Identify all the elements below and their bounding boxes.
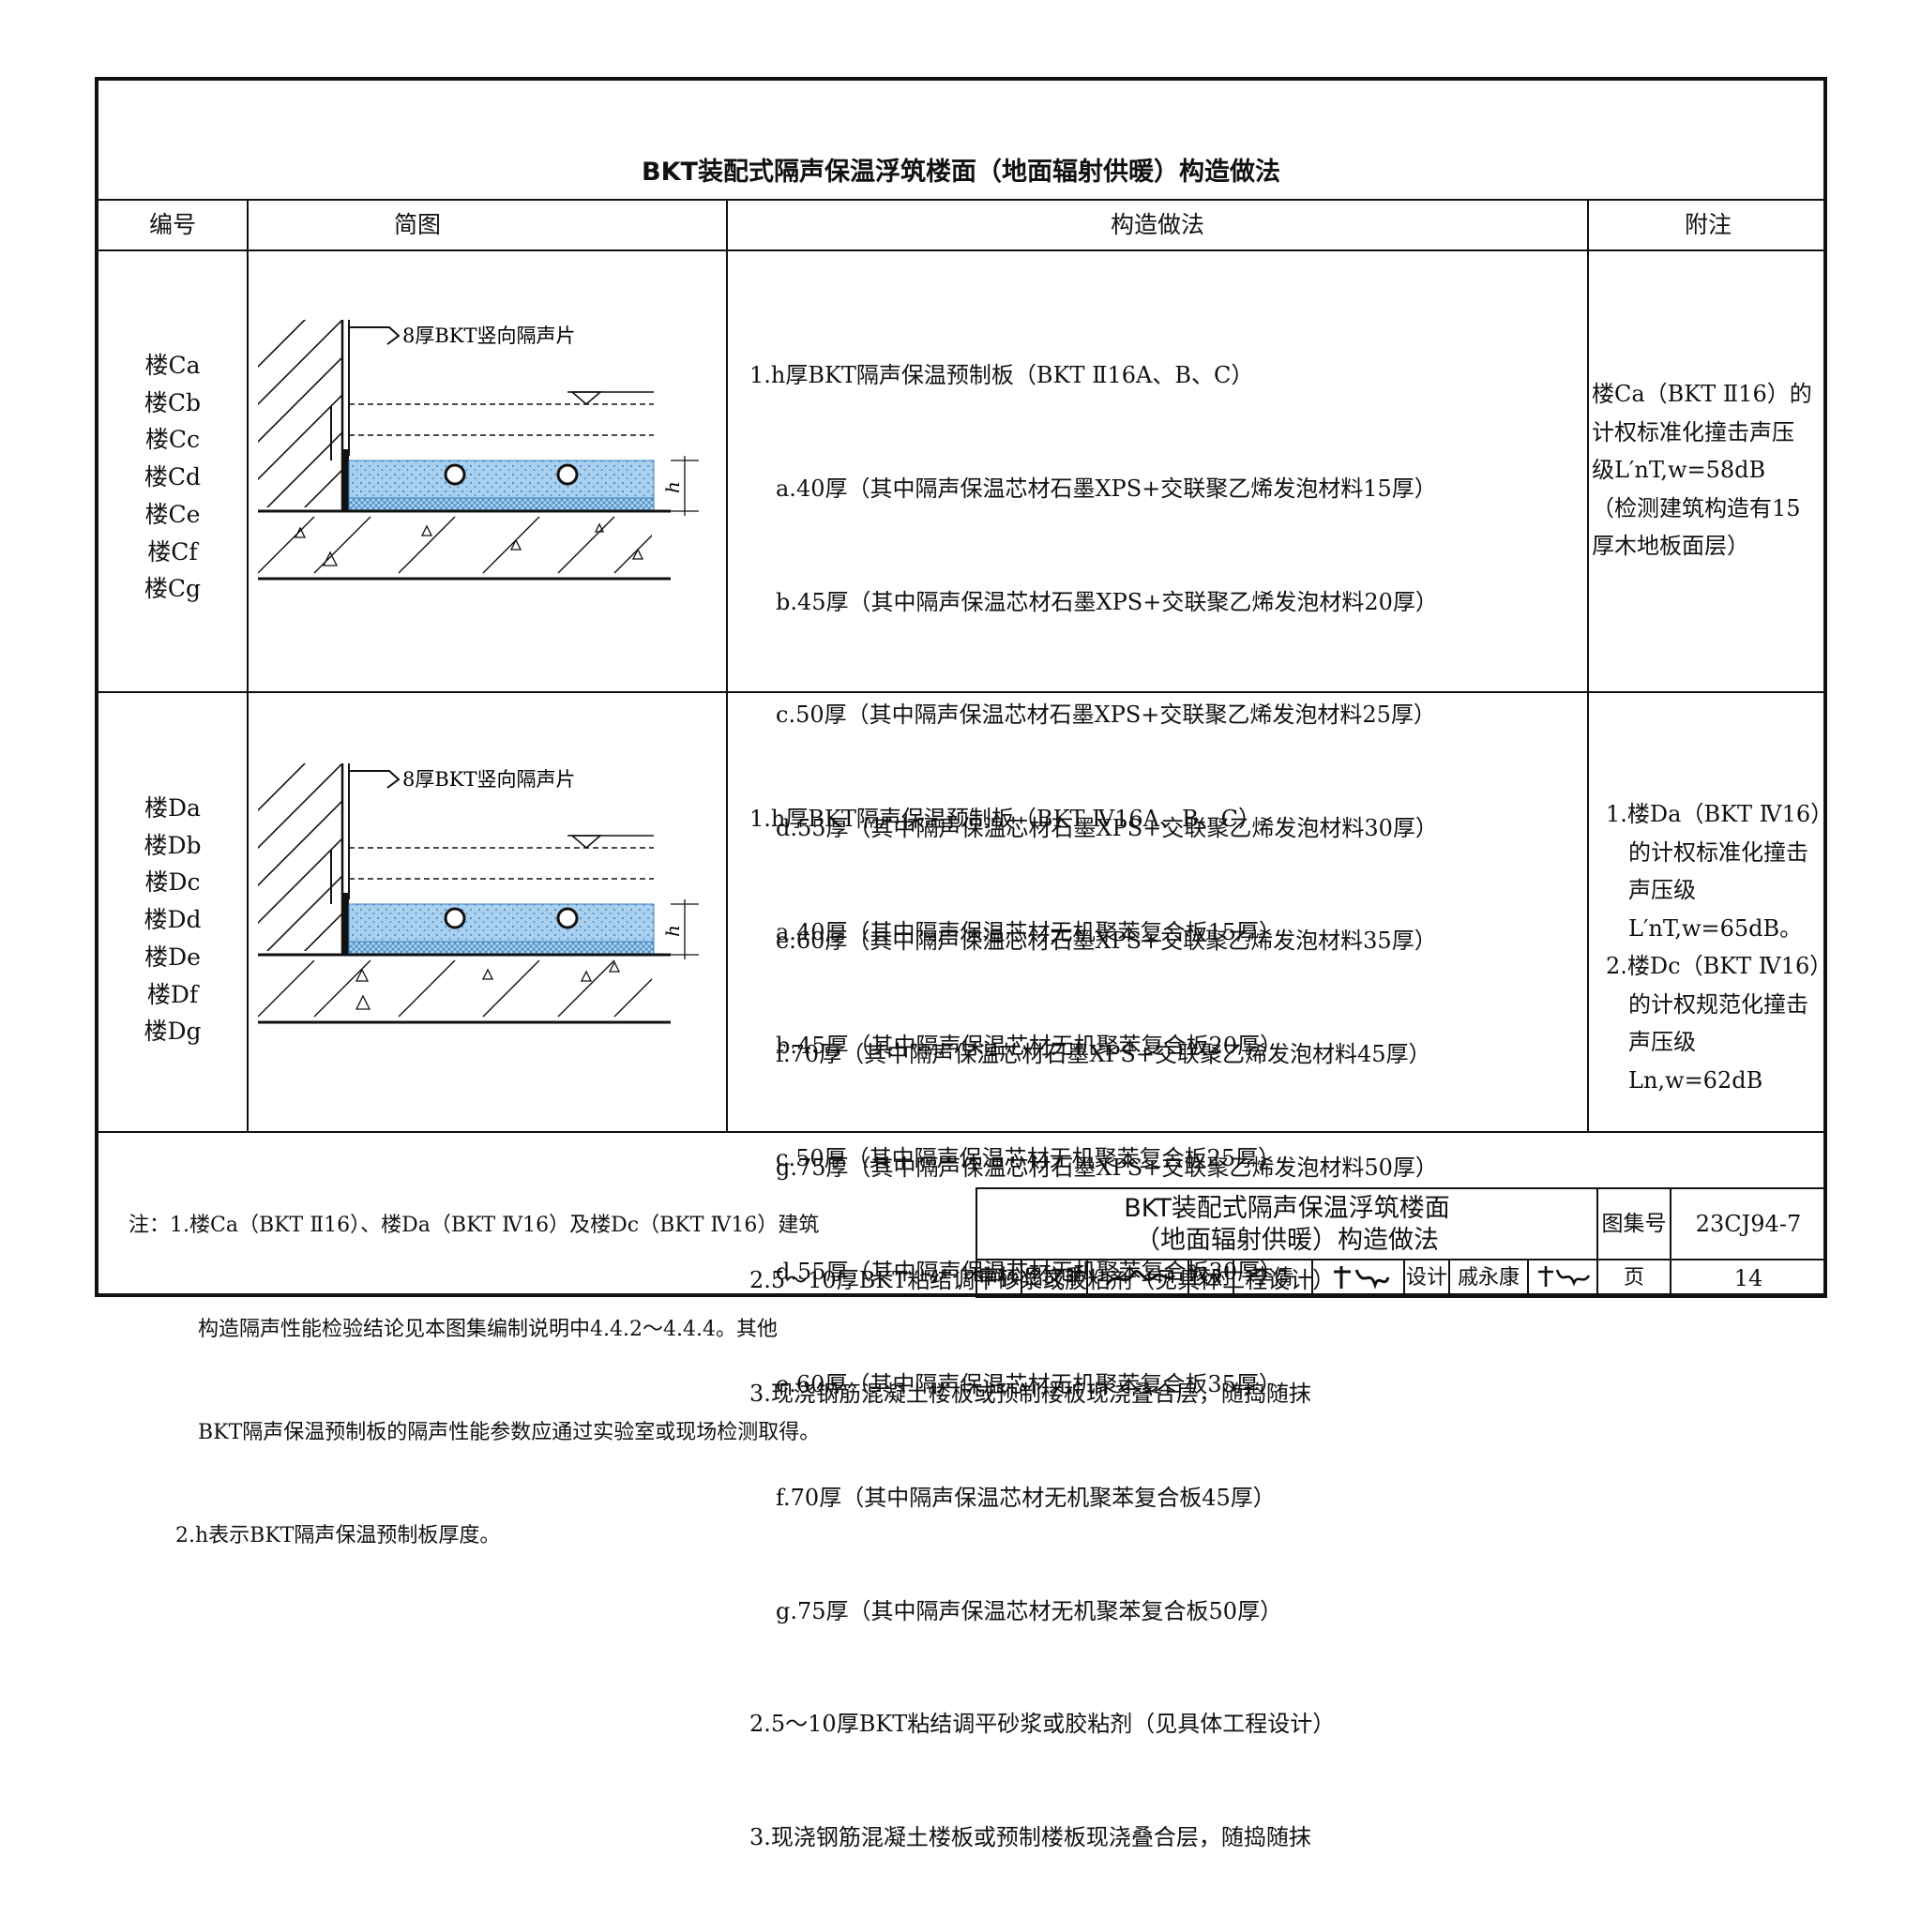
title-block: BKT装配式隔声保温浮筑楼面 （地面辐射供暖）构造做法 图集号 23CJ94-7… (976, 1187, 1827, 1298)
check-label: 校对 (1187, 1259, 1234, 1298)
method-line: 1.h厚BKT隔声保温预制板（BKT Ⅱ16A、B、C） (749, 362, 1254, 389)
section-diagram: 8厚BKT竖向隔声片 h (258, 763, 699, 1024)
footnote-line: 2.h表示BKT隔声保温预制板厚度。 (175, 1523, 501, 1547)
atlas-label: 图集号 (1596, 1187, 1671, 1260)
footnote-line: 构造隔声性能检验结论见本图集编制说明中4.4.2～4.4.4。其他 (198, 1317, 778, 1341)
method-line: a.40厚（其中隔声保温芯材石墨XPS+交联聚乙烯发泡材料15厚） (776, 475, 1437, 503)
page-title: BKT装配式隔声保温浮筑楼面（地面辐射供暖）构造做法 (642, 158, 1280, 187)
design-label: 设计 (1403, 1259, 1450, 1298)
code-item: 楼Df (146, 980, 199, 1008)
code-item: 楼Da (144, 794, 201, 822)
callout-label: 8厚BKT竖向隔声片 (402, 768, 576, 791)
method-line: g.75厚（其中隔声保温芯材无机聚苯复合板50厚） (776, 1597, 1283, 1624)
code-item: 楼Cf (147, 537, 198, 566)
column-header-code: 编号 (148, 211, 196, 238)
method-line: 1.h厚BKT隔声保温预制板（BKT Ⅳ16A、B、C） (749, 806, 1261, 833)
rule (247, 199, 249, 1131)
designer-name: 戚永康 (1448, 1259, 1529, 1298)
code-item: 楼Ce (144, 500, 201, 528)
code-item: 楼Ca (144, 352, 201, 379)
column-header-notes: 附注 (1684, 211, 1732, 238)
rule (98, 199, 1827, 201)
note-line: 楼Ca（BKT Ⅱ16）的 (1592, 381, 1812, 407)
row-notes: 1.楼Da（BKT Ⅳ16） 的计权标准化撞击 声压级L′nT,w=65dB。 … (1606, 795, 1834, 1099)
note-line: 计权标准化撞击声压 (1592, 418, 1794, 445)
code-item: 楼Db (144, 831, 202, 859)
checker-name: 李倩 (1233, 1259, 1313, 1298)
rule (1587, 199, 1589, 1131)
designer-signature (1527, 1259, 1598, 1298)
page-number: 14 (1670, 1259, 1827, 1298)
reviewer-signature (1086, 1259, 1189, 1298)
reviewer-name: 吕文季 (1021, 1259, 1088, 1298)
column-header-method: 构造做法 (1110, 211, 1204, 238)
page-label: 页 (1596, 1259, 1671, 1298)
code-item: 楼De (144, 943, 201, 971)
note-line: 声压级L′nT,w=65dB。 (1628, 877, 1803, 942)
method-line: d.55厚（其中隔声保温芯材无机聚苯复合板30厚） (776, 1258, 1283, 1285)
atlas-number: 23CJ94-7 (1670, 1187, 1827, 1260)
rule (726, 199, 728, 1131)
code-item: 楼Cb (144, 388, 202, 416)
drawing-frame: BKT装配式隔声保温浮筑楼面（地面辐射供暖）构造做法 编号 简图 构造做法 附注… (95, 77, 1834, 1850)
note-line: 级L′nT,w=58dB (1592, 457, 1766, 483)
row-notes: 楼Ca（BKT Ⅱ16）的 计权标准化撞击声压 级L′nT,w=58dB （检测… (1592, 375, 1831, 566)
review-label: 审核 (976, 1259, 1022, 1298)
method-line: f.70厚（其中隔声保温芯材无机聚苯复合板45厚） (776, 1485, 1276, 1512)
callout-label: 8厚BKT竖向隔声片 (402, 325, 576, 347)
footnotes: 注：1.楼Ca（BKT Ⅱ16）、楼Da（BKT Ⅳ16）及楼Dc（BKT Ⅳ1… (129, 1140, 820, 1623)
method-line: b.45厚（其中隔声保温芯材石墨XPS+交联聚乙烯发泡材料20厚） (776, 588, 1438, 615)
method-line: 2.5～10厚BKT粘结调平砂浆或胶粘剂（见具体工程设计） (749, 1267, 1336, 1294)
note-line: 声压级Ln,w=62dB (1628, 1029, 1763, 1094)
note-line: （检测建筑构造有15 (1592, 494, 1801, 521)
checker-signature (1311, 1259, 1405, 1298)
rule (98, 1131, 1827, 1133)
code-item: 楼Dd (144, 906, 202, 934)
method-line: 3.现浇钢筋混凝土楼板或预制楼板现浇叠合层，随捣随抹 (749, 1823, 1311, 1850)
rule (98, 691, 1827, 693)
method-line: 2.5～10厚BKT粘结调平砂浆或胶粘剂（见具体工程设计） (749, 1711, 1336, 1738)
method-line: e.60厚（其中隔声保温芯材无机聚苯复合板35厚） (776, 1371, 1281, 1398)
method-line: d.55厚（其中隔声保温芯材石墨XPS+交联聚乙烯发泡材料30厚） (776, 814, 1438, 841)
footnote-line: BKT隔声保温预制板的隔声性能参数应通过实验室或现场检测取得。 (198, 1420, 821, 1444)
code-item: 楼Cd (144, 463, 202, 491)
code-item: 楼Cg (144, 575, 202, 603)
svg-text:h: h (661, 925, 684, 937)
footnote-line: 注：1.楼Ca（BKT Ⅱ16）、楼Da（BKT Ⅳ16）及楼Dc（BKT Ⅳ1… (129, 1214, 820, 1238)
method-line: f.70厚（其中隔声保温芯材石墨XPS+交联聚乙烯发泡材料45厚） (776, 1041, 1431, 1068)
column-header-diagram: 简图 (393, 211, 441, 238)
title-block-title: BKT装配式隔声保温浮筑楼面 （地面辐射供暖）构造做法 (976, 1187, 1598, 1260)
method-line: b.45厚（其中隔声保温芯材无机聚苯复合板20厚） (776, 1032, 1283, 1059)
note-line: 的计权标准化撞击 (1628, 838, 1808, 866)
method-list: 1.h厚BKT隔声保温预制板（BKT Ⅳ16A、B、C） a.40厚（其中隔声保… (749, 725, 1335, 1932)
row-codes: 楼Ca 楼Cb 楼Cc 楼Cd 楼Ce 楼Cf 楼Cg (98, 347, 247, 608)
method-line: a.40厚（其中隔声保温芯材无机聚苯复合板15厚） (776, 919, 1282, 946)
row-codes: 楼Da 楼Db 楼Dc 楼Dd 楼De 楼Df 楼Dg (98, 790, 247, 1050)
svg-text:h: h (661, 481, 684, 493)
note-line: 的计权规范化撞击 (1628, 990, 1808, 1018)
note-line: 厚木地板面层） (1592, 533, 1749, 559)
code-item: 楼Dg (144, 1018, 202, 1046)
code-item: 楼Cc (144, 426, 201, 454)
method-line: c.50厚（其中隔声保温芯材石墨XPS+交联聚乙烯发泡材料25厚） (776, 702, 1436, 729)
code-item: 楼Dc (144, 868, 201, 897)
method-line: g.75厚（其中隔声保温芯材石墨XPS+交联聚乙烯发泡材料50厚） (776, 1154, 1438, 1181)
section-diagram: 8厚BKT竖向隔声片 h (258, 320, 699, 581)
method-line: c.50厚（其中隔声保温芯材无机聚苯复合板25厚） (776, 1145, 1281, 1172)
method-line: e.60厚（其中隔声保温芯材石墨XPS+交联聚乙烯发泡材料35厚） (776, 928, 1437, 955)
rule (98, 249, 1827, 251)
note-line: 2.楼Dc（BKT Ⅳ16） (1606, 953, 1833, 979)
note-line: 1.楼Da（BKT Ⅳ16） (1606, 801, 1834, 827)
